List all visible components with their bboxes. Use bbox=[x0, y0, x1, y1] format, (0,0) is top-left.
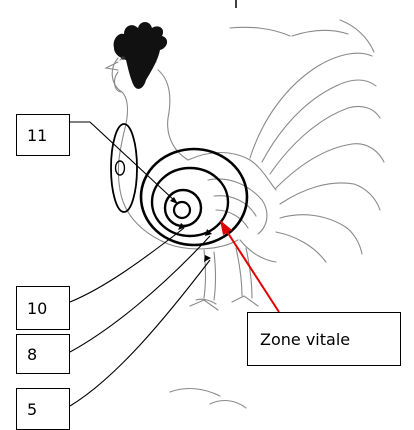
rooster-eye bbox=[121, 56, 125, 60]
label-box-5: 5 bbox=[16, 388, 70, 430]
rooster-comb bbox=[114, 22, 167, 89]
vital-zone-arrow bbox=[226, 230, 279, 312]
label-box-11: 11 bbox=[16, 114, 70, 156]
leader-arrowheads bbox=[170, 197, 212, 262]
label-box-8: 8 bbox=[16, 334, 70, 374]
label-box-10: 10 bbox=[16, 286, 70, 330]
ring-11 bbox=[174, 202, 190, 218]
leader-8 bbox=[70, 236, 210, 352]
side-ellipse-inner bbox=[116, 161, 125, 175]
vital-zone-label: Zone vitale bbox=[247, 312, 401, 366]
leader-5 bbox=[70, 260, 210, 406]
leader-lines bbox=[70, 122, 210, 406]
ring-10 bbox=[165, 190, 201, 226]
